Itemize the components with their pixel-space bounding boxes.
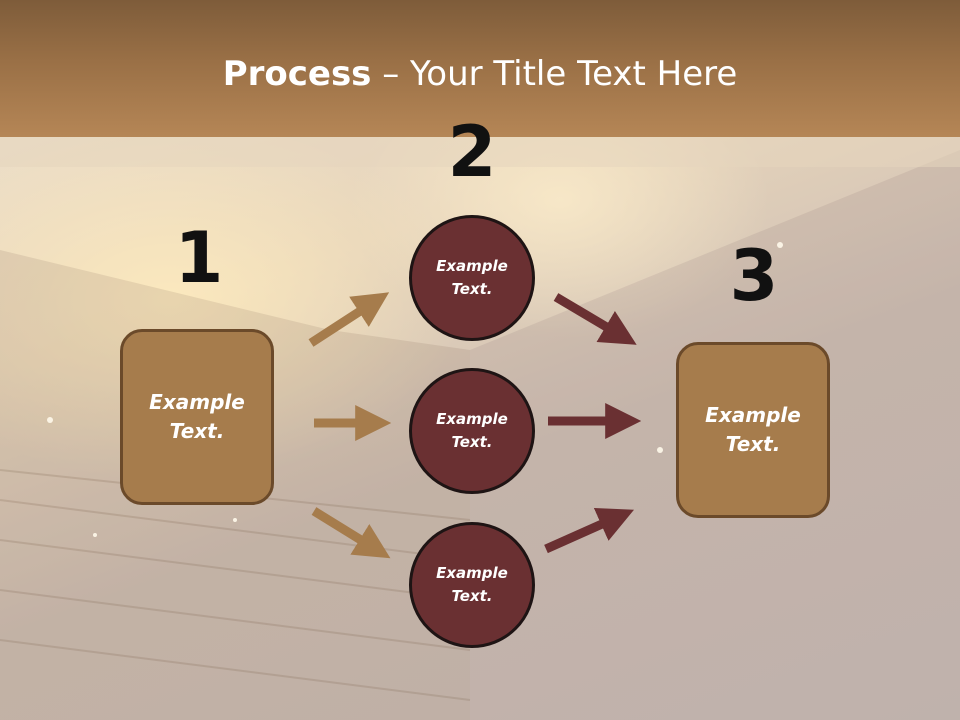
circle-bottom-line1: Example [436,564,508,582]
circle-middle-line2: Text. [451,433,493,451]
right-box[interactable]: Example Text. [676,342,830,518]
circle-top-line1: Example [436,257,508,275]
title-rest: – Your Title Text Here [371,54,738,94]
right-box-line1: Example [705,403,801,427]
right-box-line2: Text. [725,432,781,456]
circle-top[interactable]: Example Text. [409,215,535,341]
title-bar-strip [0,137,960,167]
arrow-left-down [311,507,391,559]
arrow-right-down [553,293,637,345]
left-box-line2: Text. [169,419,225,443]
circle-bottom-line2: Text. [451,587,493,605]
arrow-right-up [544,507,635,554]
arrow-left-up [308,292,390,347]
step-number-1: 1 [174,217,224,299]
circle-middle[interactable]: Example Text. [409,368,535,494]
left-box[interactable]: Example Text. [120,329,274,505]
title-bar [0,0,960,137]
left-box-line1: Example [149,390,245,414]
title-bold: Process [222,54,372,94]
step-number-2: 2 [447,111,497,193]
circle-top-line2: Text. [451,280,493,298]
step-number-3: 3 [729,235,779,317]
circle-bottom[interactable]: Example Text. [409,522,535,648]
circle-middle-line1: Example [436,410,508,428]
slide-title: Process – Your Title Text Here [0,52,960,96]
